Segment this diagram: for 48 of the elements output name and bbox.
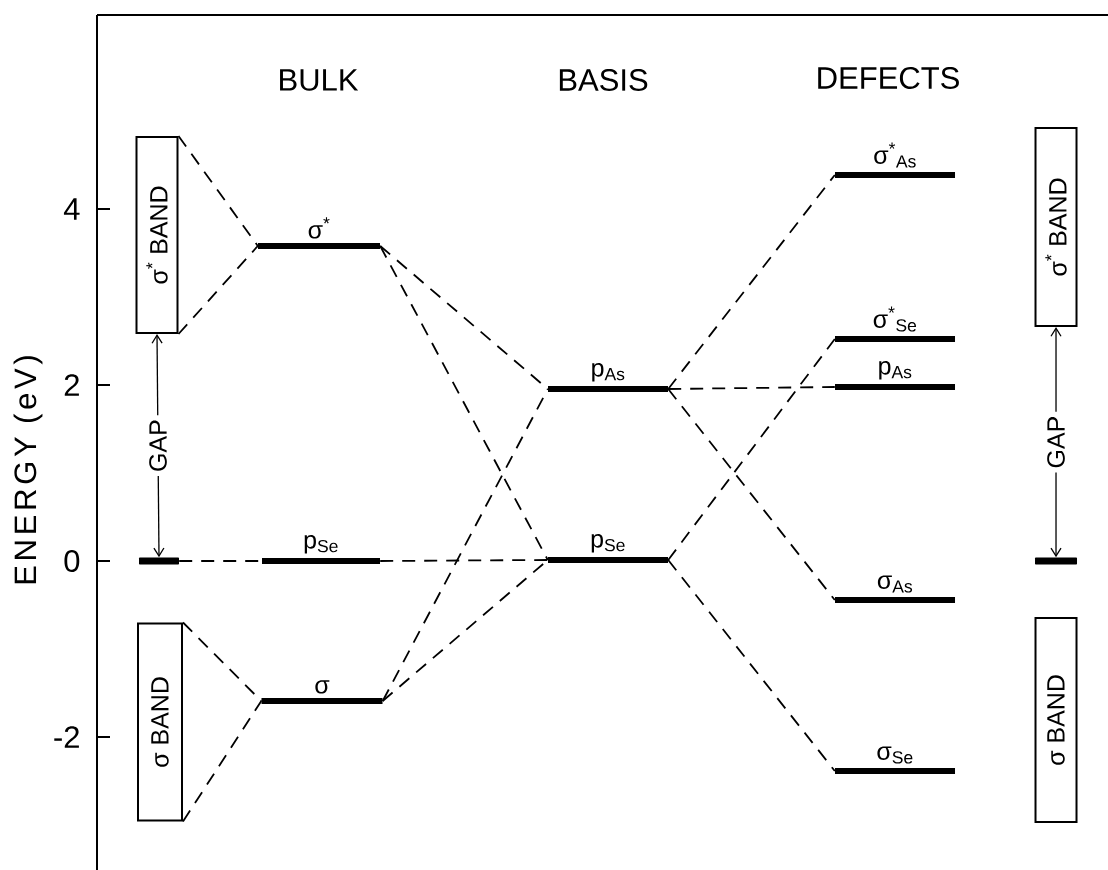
dashed-line: [667, 386, 836, 390]
node-label: p$_{Se}$: [591, 533, 625, 553]
band-box: σ$^{*}$ BAND: [1034, 127, 1078, 327]
column-heading: BULK: [280, 69, 359, 91]
edge-label: GAP: [1043, 411, 1069, 473]
node-label: σ$_{As}$: [877, 575, 913, 593]
level-bar: [1035, 557, 1077, 565]
node-label: σ: [315, 680, 330, 694]
node-label: p$_{As}$: [592, 362, 625, 382]
energy-level: σ$_{As}$: [835, 575, 955, 603]
energy-level: σ$^{*}$: [258, 217, 380, 249]
axis-title: ENERGY (eV): [13, 356, 43, 584]
level-bar: [139, 557, 179, 565]
band-box: σ BAND: [1034, 617, 1078, 823]
dashed-line: [667, 338, 836, 561]
dashed-line: [177, 135, 259, 247]
edge-label: GAP: [145, 415, 171, 477]
tick-label: 0: [64, 550, 80, 572]
band-box: σ BAND: [137, 622, 183, 822]
energy-level: σ$_{Se}$: [835, 746, 955, 774]
dashed-line: [182, 700, 263, 823]
dashed-line: [667, 174, 836, 390]
node-label: σ$^{*}$Se: [873, 306, 917, 332]
energy-level: p$_{As}$: [835, 360, 955, 390]
node-label: p$_{Se}$: [304, 534, 338, 554]
dashed-line: [667, 559, 836, 772]
tick-label: 4: [63, 198, 80, 220]
energy-level: p$_{Se}$: [548, 533, 668, 563]
energy-level: p$_{As}$: [548, 362, 668, 392]
node-label: p$_{As}$: [879, 360, 912, 380]
energy-level: σ$^{*}$As: [835, 142, 955, 178]
dashed-line: [182, 621, 263, 702]
band-box: σ$^{*}$ BAND: [135, 136, 179, 334]
dashed-line: [379, 245, 549, 561]
column-heading: DEFECTS: [818, 67, 959, 89]
dashed-line: [379, 559, 549, 562]
energy-level: σ$^{*}$Se: [835, 306, 955, 342]
tick-label: 2: [64, 374, 79, 396]
dashed-line: [667, 388, 836, 601]
dashed-line: [381, 388, 549, 702]
dashed-line: [177, 245, 259, 335]
node-label: σ$^{*}$: [308, 217, 330, 239]
energy-level: p$_{Se}$: [262, 534, 380, 564]
column-heading: BASIS: [559, 69, 648, 91]
node-label: σ$^{*}$As: [874, 142, 916, 168]
node-label: σ$_{Se}$: [877, 746, 913, 764]
energy-level: σ: [261, 680, 383, 704]
tick-label: -2: [54, 726, 79, 748]
